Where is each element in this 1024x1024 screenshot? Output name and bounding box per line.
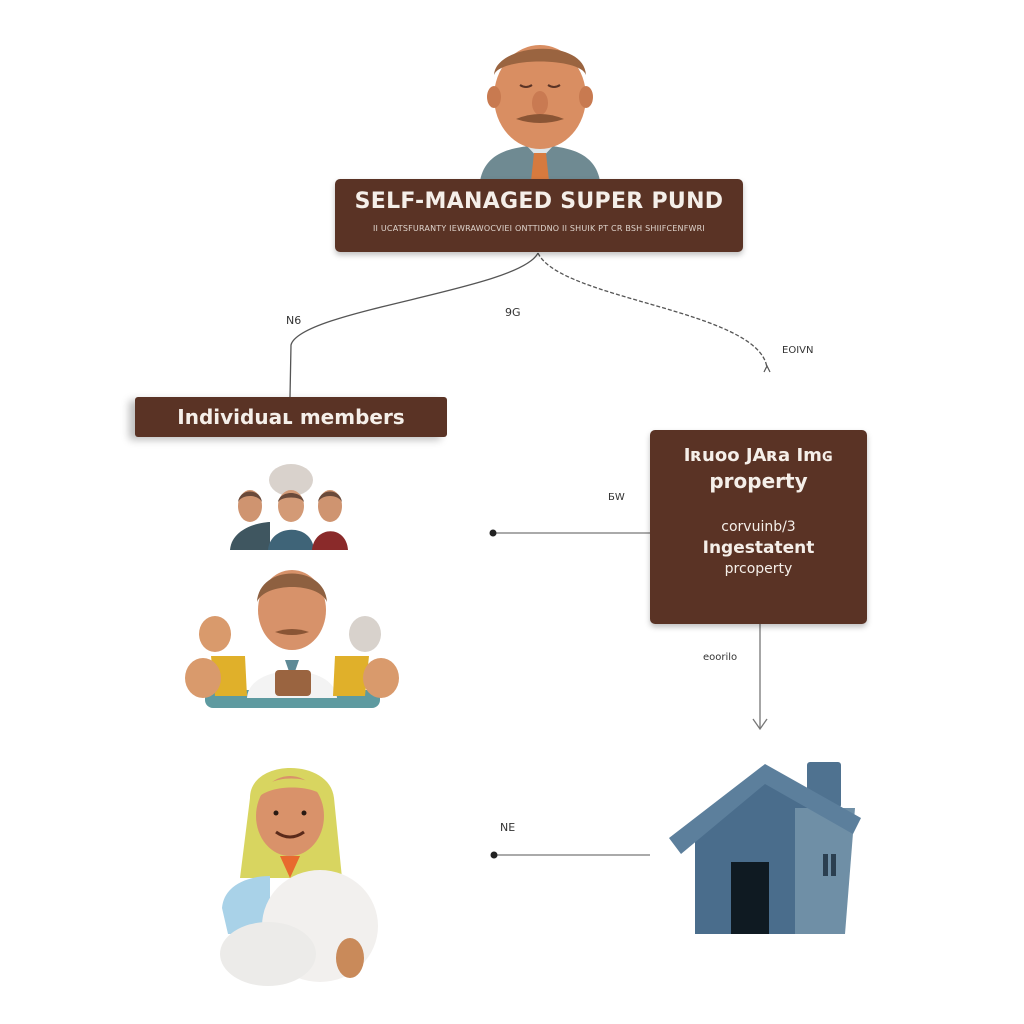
member-woman-icon: [220, 768, 378, 986]
property-node-sub-2: Ingestatent: [702, 538, 815, 558]
edge-root-arrowhead: [763, 364, 771, 373]
edge-label-bottom: NE: [500, 821, 516, 834]
members-node-title: Individuaʟ members: [177, 405, 405, 429]
edge-start-dot: [490, 851, 498, 859]
trustee-figure-icon: [480, 45, 600, 181]
property-node-title-1: Iʀuoo JAʀa Imɢ: [683, 445, 834, 466]
edge-root-to-property: [537, 252, 768, 369]
property-node-sub-1: corvuinb/3: [721, 519, 796, 535]
members-node[interactable]: Individuaʟ members: [135, 397, 447, 437]
edge-label-center: 9G: [505, 306, 521, 319]
edge-start-dot: [489, 529, 497, 537]
member-group-icon: [230, 464, 348, 550]
edge-label-property-down: eoorilo: [703, 652, 738, 663]
edge-label-left: N6: [286, 314, 302, 327]
member-with-coins-icon: [185, 570, 399, 708]
arrow-down-icon: [752, 718, 768, 731]
edge-root-to-members: [289, 252, 539, 398]
property-node-title-2: property: [709, 469, 808, 493]
root-node-smsf[interactable]: SELF-MANAGED SUPER PUND II UCATSFURANTY …: [335, 179, 743, 252]
property-node-sub-3: prcoperty: [724, 561, 793, 577]
edge-label-members-property: БW: [608, 492, 625, 503]
property-node[interactable]: Iʀuoo JAʀa Imɢ property corvuinb/3 Inges…: [650, 430, 867, 624]
edge-label-right: EOIVN: [782, 345, 814, 356]
house-icon: [669, 762, 861, 934]
root-node-title: SELF-MANAGED SUPER PUND: [354, 189, 724, 214]
root-node-subtitle: II UCATSFURANTY IEWRAWOCVIEI ONTTIDNO II…: [373, 224, 705, 233]
